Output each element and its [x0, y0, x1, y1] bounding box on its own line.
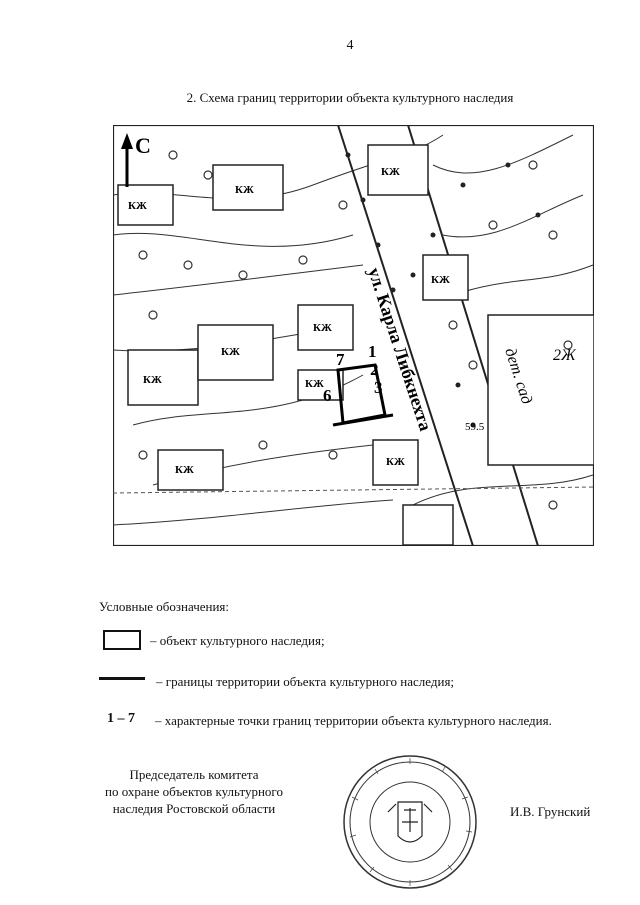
- building-label: КЖ: [381, 166, 400, 178]
- building-label: КЖ: [431, 274, 450, 286]
- north-arrow-icon: [121, 133, 133, 187]
- building-label: КЖ: [128, 200, 147, 212]
- building-label: КЖ: [235, 184, 254, 196]
- boundary-map: С ул. Карла Либкнехта КЖ КЖ КЖ КЖ КЖ КЖ …: [113, 125, 594, 546]
- page-number: 4: [346, 38, 354, 53]
- building-2zh-label: 2Ж: [553, 347, 577, 364]
- point-label-2: 2: [370, 360, 379, 379]
- elevation-label: 59.5: [465, 421, 485, 433]
- point-label-3: 3: [374, 378, 383, 397]
- position-line: наследия Ростовской области: [112, 801, 276, 816]
- building-label: КЖ: [175, 464, 194, 476]
- legend-object-symbol: [103, 630, 141, 650]
- signatory-name: И.В. Грунский: [510, 804, 591, 819]
- north-label: С: [135, 133, 151, 158]
- signatory-position: Председатель комитета по охране объектов…: [74, 766, 314, 817]
- legend-points-symbol: 1 – 7: [107, 711, 135, 726]
- document-title: 2. Схема границ территории объекта культ…: [186, 90, 514, 105]
- legend-points-text: – характерные точки границ территории об…: [155, 713, 552, 728]
- point-label-7: 7: [336, 350, 345, 369]
- building-label: КЖ: [221, 346, 240, 358]
- building-label: КЖ: [143, 374, 162, 386]
- position-line: Председатель комитета: [129, 767, 259, 782]
- official-seal-icon: [343, 755, 477, 889]
- point-label-6: 6: [323, 386, 332, 405]
- position-line: по охране объектов культурного: [105, 784, 283, 799]
- building-label: КЖ: [305, 378, 324, 390]
- legend-boundary-line-symbol: [99, 677, 145, 680]
- point-label-1: 1: [368, 342, 377, 361]
- legend-object-text: – объект культурного наследия;: [150, 633, 325, 648]
- building-label: КЖ: [386, 456, 405, 468]
- building-label: КЖ: [313, 322, 332, 334]
- legend-boundary-text: – границы территории объекта культурного…: [156, 674, 455, 689]
- legend-heading: Условные обозначения:: [99, 599, 230, 614]
